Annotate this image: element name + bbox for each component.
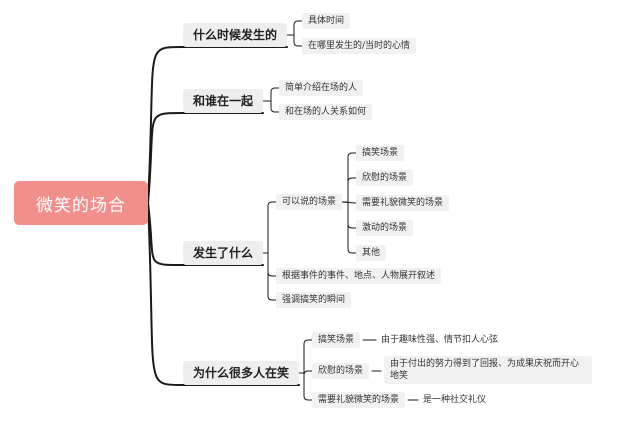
leaf-relationship: 和在场的人关系如何 [279, 104, 373, 120]
sub-scenes: 可以说的场景 [276, 194, 343, 210]
connector-why-2 [298, 372, 313, 401]
sub-polite-smile-scene: 需要礼貌微笑的场景 [312, 392, 406, 408]
leaf-emphasize-moment: 强调搞笑的瞬间 [276, 292, 352, 308]
connector-why-0 [298, 339, 313, 374]
connector-scenes-4 [341, 201, 357, 254]
leaf-funny-reason: 由于趣味性强、情节扣人心弦 [381, 335, 499, 345]
connector-what-2 [262, 252, 277, 301]
connector-root-branch-1 [147, 112, 264, 204]
branch-when: 什么时候发生的 [183, 23, 288, 47]
branch-what-happened: 发生了什么 [183, 241, 264, 265]
connector-with-0 [262, 87, 280, 102]
connector-when-1 [286, 34, 303, 47]
connector-root-branch-2 [147, 202, 264, 266]
connector-root-branch-3 [147, 202, 300, 386]
leaf-gratified-scene: 欣慰的场景 [356, 170, 414, 186]
leaf-funny-scene: 搞笑场景 [356, 145, 405, 161]
leaf-other: 其他 [356, 245, 387, 261]
leaf-polite-smile-scene: 需要礼貌微笑的场景 [356, 195, 450, 211]
leaf-polite-reason: 是一种社交礼仪 [423, 395, 487, 405]
connector-root-branch-0 [147, 46, 288, 204]
branch-why-laughing: 为什么很多人在笑 [183, 361, 300, 385]
branch-with-whom: 和谁在一起 [183, 89, 264, 113]
connector-what-0 [262, 201, 277, 254]
leaf-excited-scene: 激动的场景 [356, 220, 414, 236]
connector-scenes-3 [341, 201, 357, 229]
leaf-where-mood: 在哪里发生的/当时的心情 [302, 38, 417, 54]
root-node: 微笑的场合 [14, 181, 148, 225]
sub-funny-scene: 搞笑场景 [312, 332, 361, 348]
connector-with-1 [262, 100, 280, 113]
sub-gratified-scene: 欣慰的场景 [312, 363, 370, 379]
connector-scenes-1 [341, 177, 357, 203]
connector-what-1 [262, 252, 277, 277]
connector-when-0 [286, 20, 303, 36]
leaf-specific-time: 具体时间 [302, 13, 351, 29]
leaf-gratified-reason: 由于付出的努力得到了回报、为成果庆祝而开心地笑 [384, 356, 592, 384]
leaf-introduce-people: 简单介绍在场的人 [279, 80, 364, 96]
leaf-narrate-event: 根据事件的事件、地点、人物展开叙述 [276, 268, 442, 284]
